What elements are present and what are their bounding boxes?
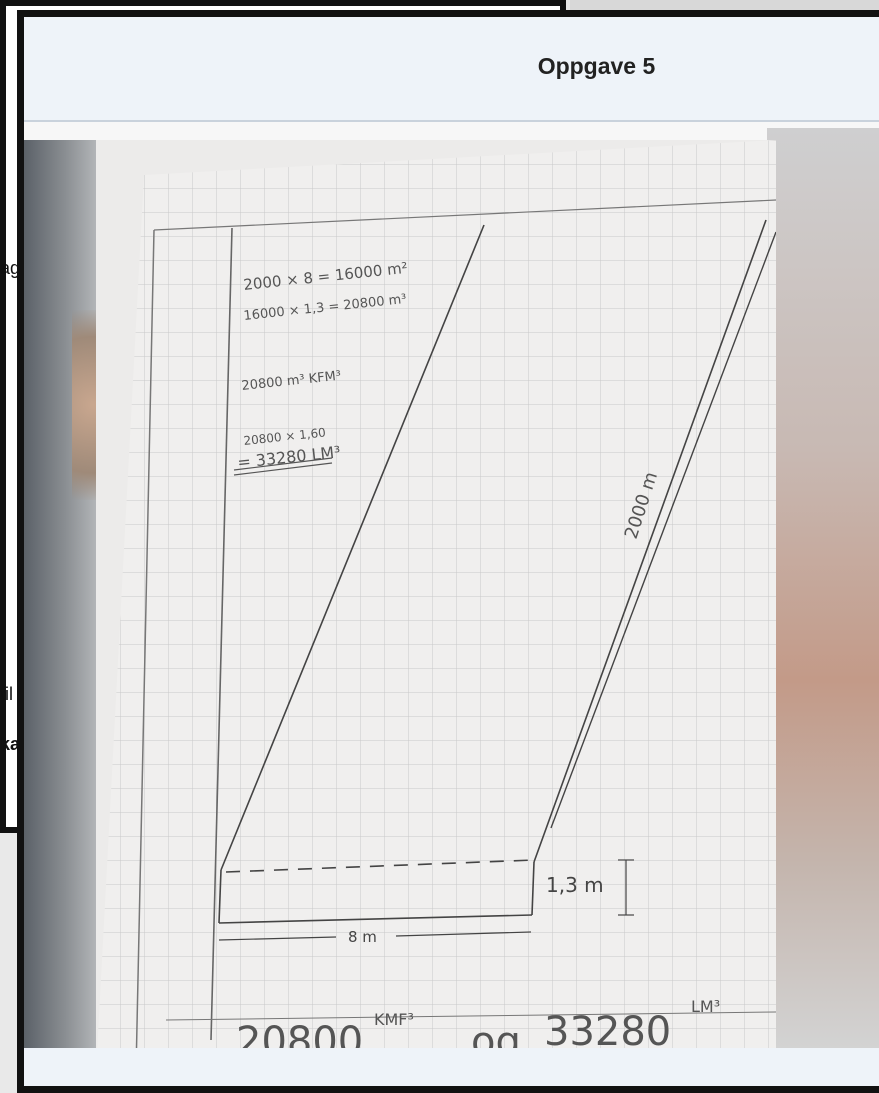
result-unit-left: KMF³ — [374, 1010, 414, 1029]
task-window: Oppgave 5 — [17, 10, 879, 1093]
blurred-hand-right — [767, 128, 879, 1048]
background-text-fragment: ag — [0, 258, 21, 278]
sketch-drawing: 2000 × 8 = 16000 m² 16000 × 1,3 = 20800 … — [96, 140, 777, 1073]
height-label: 1,3 m — [546, 873, 604, 897]
result-value-right: 33280 — [544, 1009, 671, 1055]
handwritten-sketch-photo: 2000 × 8 = 16000 m² 16000 × 1,3 = 20800 … — [96, 140, 777, 1073]
photo-area: 2000 × 8 = 16000 m² 16000 × 1,3 = 20800 … — [24, 122, 879, 1073]
width-label: 8 m — [348, 928, 377, 946]
window-footer — [24, 1048, 879, 1086]
background-text-fragment: ka — [0, 734, 21, 754]
blurred-hand-left — [24, 140, 108, 1048]
background-text-fragment: til — [0, 684, 13, 704]
window-header: Oppgave 5 — [24, 17, 879, 122]
window-title: Oppgave 5 — [537, 53, 656, 79]
result-unit-right: LM³ — [691, 997, 720, 1016]
